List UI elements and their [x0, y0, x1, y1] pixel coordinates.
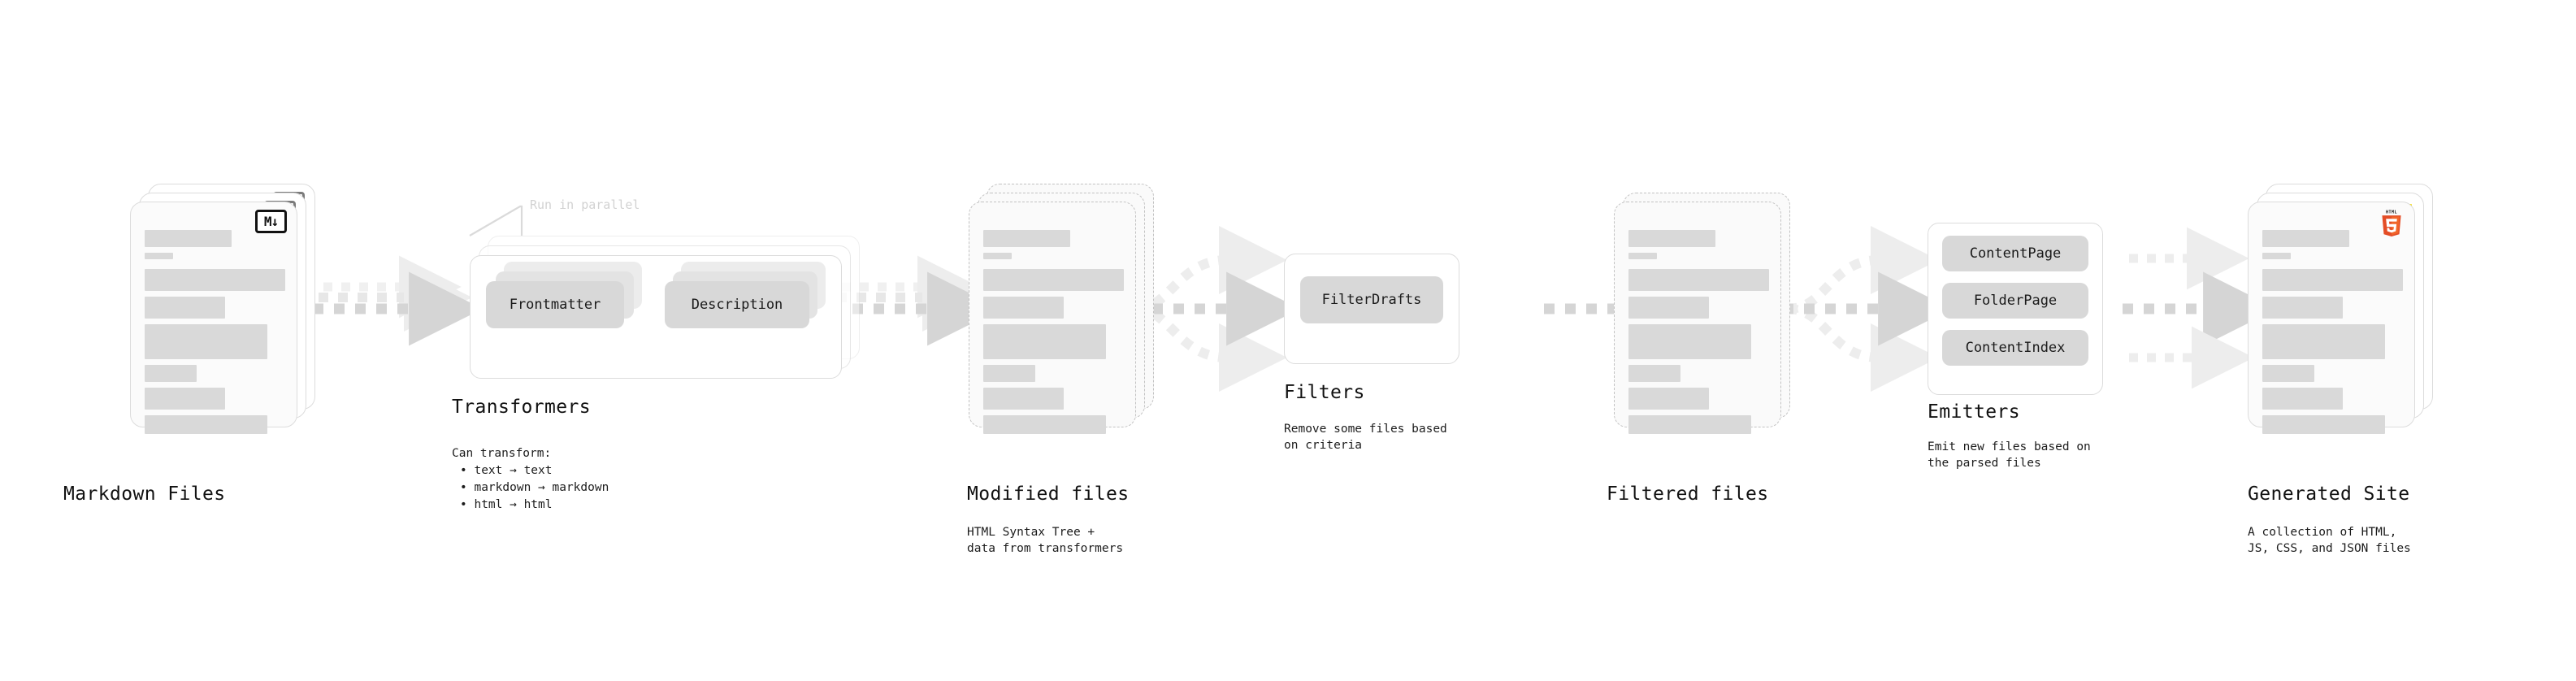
skeleton-bar [983, 415, 1106, 434]
skeleton-bar [2262, 230, 2350, 247]
skeleton-bar [145, 230, 232, 247]
skeleton-lines [2262, 230, 2403, 440]
contentpage-chip[interactable]: ContentPage [1942, 236, 2088, 271]
folderpage-chip[interactable]: FolderPage [1942, 283, 2088, 319]
transformers-bullet-2: • html → html [460, 498, 553, 511]
page-title-transformers: Transformers [452, 397, 591, 418]
skeleton-bar [145, 388, 225, 410]
skeleton-bar [145, 365, 197, 382]
skeleton-bar [145, 324, 267, 359]
filterdrafts-chip[interactable]: FilterDrafts [1300, 276, 1443, 323]
skeleton-bar [983, 297, 1064, 319]
filters-subtitle: Remove some files based on criteria [1284, 423, 1447, 452]
filterdrafts-chip-label: FilterDrafts [1321, 292, 1422, 308]
skeleton-bar [145, 297, 225, 319]
skeleton-bar [2262, 365, 2314, 382]
html5-badge-icon: HTML [2379, 209, 2404, 240]
skeleton-bar [1628, 253, 1657, 259]
skeleton-bar [983, 324, 1106, 359]
skeleton-bar [2262, 253, 2291, 259]
run-in-parallel-leader [469, 205, 523, 236]
transformers-subtitle-lead: Can transform: [452, 447, 552, 460]
skeleton-bar [983, 230, 1071, 247]
transformers-bullet-0: • text → text [460, 464, 553, 477]
contentindex-chip[interactable]: ContentIndex [1942, 330, 2088, 366]
skeleton-bar [145, 415, 267, 434]
skeleton-bar [145, 253, 173, 259]
folderpage-chip-label: FolderPage [1973, 293, 2058, 309]
frontmatter-chip-label: Frontmatter [509, 297, 601, 313]
skeleton-bar [983, 253, 1012, 259]
modified-files-subtitle: HTML Syntax Tree + data from transformer… [967, 526, 1124, 555]
contentpage-chip-label: ContentPage [1969, 245, 2062, 262]
contentindex-chip-label: ContentIndex [1965, 340, 2066, 356]
skeleton-bar [2262, 269, 2403, 291]
skeleton-bar [2262, 324, 2385, 359]
skeleton-bar [1628, 297, 1709, 319]
page-title-filters: Filters [1284, 382, 1365, 403]
skeleton-bar [983, 388, 1064, 410]
description-chip-label: Description [691, 297, 783, 313]
skeleton-bar [2262, 415, 2385, 434]
svg-text:HTML: HTML [2386, 210, 2397, 215]
markdown-file-card[interactable]: M↓ [130, 202, 297, 434]
markdown-badge-label: M↓ [255, 210, 287, 233]
skeleton-bar [983, 365, 1035, 382]
skeleton-lines [983, 230, 1124, 440]
page-title-markdown-files: Markdown Files [63, 484, 226, 505]
generated-site-subtitle: A collection of HTML, JS, CSS, and JSON … [2248, 526, 2411, 555]
modified-file-card[interactable] [969, 202, 1136, 434]
skeleton-bar [1628, 365, 1680, 382]
skeleton-bar [1628, 388, 1709, 410]
run-in-parallel-label: Run in parallel [530, 197, 640, 212]
skeleton-lines [1628, 230, 1769, 440]
description-chip[interactable]: Description [665, 281, 809, 328]
page-title-modified-files: Modified files [967, 484, 1130, 505]
emitters-subtitle: Emit new files based on the parsed files [1928, 440, 2091, 470]
skeleton-bar [1628, 230, 1716, 247]
skeleton-bar [1628, 324, 1751, 359]
skeleton-bar [145, 269, 285, 291]
skeleton-bar [1628, 269, 1769, 291]
skeleton-bar [2262, 297, 2343, 319]
generated-site-card[interactable]: HTML [2248, 202, 2415, 434]
arrow-filtered-to-emitters [1783, 226, 1953, 392]
skeleton-bar [2262, 388, 2343, 410]
arrow-markdown-to-transformers [313, 255, 484, 346]
arrow-emitters-to-site [2123, 227, 2278, 389]
html5-shield-icon: HTML [2382, 210, 2401, 236]
page-title-emitters: Emitters [1928, 401, 2020, 423]
skeleton-bar [983, 269, 1124, 291]
frontmatter-chip[interactable]: Frontmatter [486, 281, 624, 328]
transformers-bullet-1: • markdown → markdown [460, 481, 609, 494]
page-title-filtered-files: Filtered files [1607, 484, 1769, 505]
page-title-generated-site: Generated Site [2248, 484, 2410, 505]
markdown-badge-icon: M↓ [255, 210, 287, 233]
skeleton-lines [145, 230, 285, 440]
skeleton-bar [1628, 415, 1751, 434]
filtered-file-card[interactable] [1614, 202, 1781, 434]
